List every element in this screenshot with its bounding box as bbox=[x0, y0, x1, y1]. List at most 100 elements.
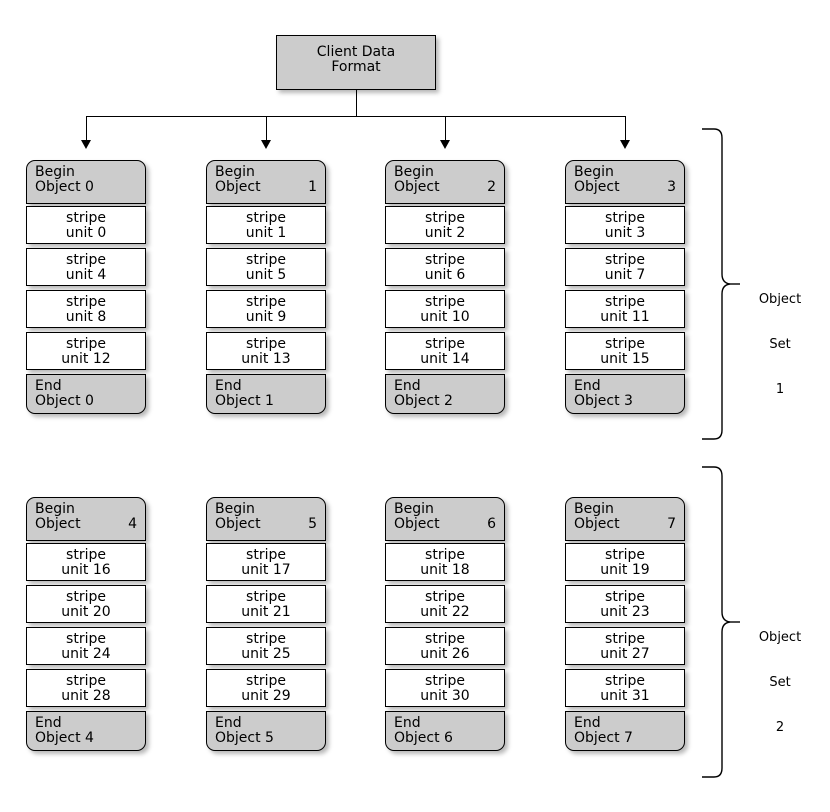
stripe-unit-26-box[interactable]: stripe unit 26 bbox=[385, 627, 505, 665]
root-node-client-data-format[interactable]: Client Data Format bbox=[276, 35, 436, 90]
stripe-unit-31-line1: stripe bbox=[605, 673, 645, 689]
stripe-unit-15-box[interactable]: stripe unit 15 bbox=[565, 332, 685, 370]
end-object-7-line2: Object 7 bbox=[574, 730, 633, 746]
stripe-unit-18-box[interactable]: stripe unit 18 bbox=[385, 543, 505, 581]
stripe-unit-15-line2: unit 15 bbox=[600, 351, 650, 367]
stripe-unit-29-line1: stripe bbox=[246, 673, 286, 689]
stripe-unit-6-box[interactable]: stripe unit 6 bbox=[385, 248, 505, 286]
stripe-unit-16-box[interactable]: stripe unit 16 bbox=[26, 543, 146, 581]
stripe-unit-17-line2: unit 17 bbox=[241, 562, 291, 578]
stripe-unit-27-box[interactable]: stripe unit 27 bbox=[565, 627, 685, 665]
object-set-2-label-line3: 2 bbox=[775, 720, 785, 735]
end-object-5-box[interactable]: End Object 5 bbox=[206, 711, 326, 751]
stripe-unit-8-line2: unit 8 bbox=[65, 309, 107, 325]
connector-drop-col2 bbox=[266, 116, 267, 142]
stripe-unit-21-line1: stripe bbox=[246, 589, 286, 605]
end-object-6-line2: Object 6 bbox=[394, 730, 453, 746]
stripe-unit-16-line2: unit 16 bbox=[61, 562, 111, 578]
stripe-unit-28-line1: stripe bbox=[66, 673, 106, 689]
stripe-unit-29-line2: unit 29 bbox=[241, 688, 291, 704]
begin-object-2-word: Object bbox=[394, 179, 440, 195]
stripe-unit-1-box[interactable]: stripe unit 1 bbox=[206, 206, 326, 244]
begin-object-5-box[interactable]: Begin Object 5 bbox=[206, 497, 326, 541]
stripe-unit-1-line1: stripe bbox=[246, 210, 286, 226]
stripe-unit-20-box[interactable]: stripe unit 20 bbox=[26, 585, 146, 623]
stripe-unit-22-line2: unit 22 bbox=[420, 604, 470, 620]
stripe-unit-22-box[interactable]: stripe unit 22 bbox=[385, 585, 505, 623]
stripe-unit-27-line1: stripe bbox=[605, 631, 645, 647]
begin-object-4-word: Object bbox=[35, 516, 81, 532]
stripe-unit-8-box[interactable]: stripe unit 8 bbox=[26, 290, 146, 328]
stripe-unit-4-box[interactable]: stripe unit 4 bbox=[26, 248, 146, 286]
begin-object-0-line1: Begin bbox=[35, 164, 75, 180]
begin-object-7-number: 7 bbox=[667, 516, 676, 532]
begin-object-3-word: Object bbox=[574, 179, 620, 195]
end-object-0-box[interactable]: End Object 0 bbox=[26, 374, 146, 414]
stripe-unit-11-box[interactable]: stripe unit 11 bbox=[565, 290, 685, 328]
stripe-unit-24-line2: unit 24 bbox=[61, 646, 111, 662]
begin-object-2-number: 2 bbox=[487, 179, 496, 195]
begin-object-2-line2: Object 2 bbox=[394, 180, 496, 195]
begin-object-7-box[interactable]: Begin Object 7 bbox=[565, 497, 685, 541]
end-object-1-box[interactable]: End Object 1 bbox=[206, 374, 326, 414]
begin-object-4-number: 4 bbox=[128, 516, 137, 532]
begin-object-6-number: 6 bbox=[487, 516, 496, 532]
stripe-unit-28-line2: unit 28 bbox=[61, 688, 111, 704]
stripe-unit-7-box[interactable]: stripe unit 7 bbox=[565, 248, 685, 286]
begin-object-3-box[interactable]: Begin Object 3 bbox=[565, 160, 685, 204]
stripe-unit-29-box[interactable]: stripe unit 29 bbox=[206, 669, 326, 707]
end-object-6-box[interactable]: End Object 6 bbox=[385, 711, 505, 751]
stripe-unit-2-box[interactable]: stripe unit 2 bbox=[385, 206, 505, 244]
begin-object-2-box[interactable]: Begin Object 2 bbox=[385, 160, 505, 204]
stripe-unit-1-line2: unit 1 bbox=[245, 225, 287, 241]
stripe-unit-20-line1: stripe bbox=[66, 589, 106, 605]
stripe-unit-12-box[interactable]: stripe unit 12 bbox=[26, 332, 146, 370]
begin-object-4-box[interactable]: Begin Object 4 bbox=[26, 497, 146, 541]
stripe-unit-14-line1: stripe bbox=[425, 336, 465, 352]
stripe-unit-31-box[interactable]: stripe unit 31 bbox=[565, 669, 685, 707]
stripe-unit-5-line1: stripe bbox=[246, 252, 286, 268]
stripe-unit-17-box[interactable]: stripe unit 17 bbox=[206, 543, 326, 581]
begin-object-5-line1: Begin bbox=[215, 501, 255, 517]
end-object-3-box[interactable]: End Object 3 bbox=[565, 374, 685, 414]
begin-object-1-box[interactable]: Begin Object 1 bbox=[206, 160, 326, 204]
end-object-7-box[interactable]: End Object 7 bbox=[565, 711, 685, 751]
stripe-unit-0-box[interactable]: stripe unit 0 bbox=[26, 206, 146, 244]
end-object-4-line2: Object 4 bbox=[35, 730, 94, 746]
stripe-unit-3-line1: stripe bbox=[605, 210, 645, 226]
stripe-unit-9-box[interactable]: stripe unit 9 bbox=[206, 290, 326, 328]
stripe-unit-10-line2: unit 10 bbox=[420, 309, 470, 325]
end-object-4-line1: End bbox=[35, 715, 62, 731]
begin-object-6-box[interactable]: Begin Object 6 bbox=[385, 497, 505, 541]
stripe-unit-21-box[interactable]: stripe unit 21 bbox=[206, 585, 326, 623]
stripe-unit-19-line1: stripe bbox=[605, 547, 645, 563]
stripe-unit-7-line2: unit 7 bbox=[604, 267, 646, 283]
stripe-unit-23-box[interactable]: stripe unit 23 bbox=[565, 585, 685, 623]
stripe-unit-5-box[interactable]: stripe unit 5 bbox=[206, 248, 326, 286]
object-set-1-label-line2: Set bbox=[769, 337, 791, 352]
stripe-unit-18-line1: stripe bbox=[425, 547, 465, 563]
stripe-unit-10-box[interactable]: stripe unit 10 bbox=[385, 290, 505, 328]
end-object-4-box[interactable]: End Object 4 bbox=[26, 711, 146, 751]
end-object-2-box[interactable]: End Object 2 bbox=[385, 374, 505, 414]
begin-object-0-box[interactable]: Begin Object 0 bbox=[26, 160, 146, 204]
begin-object-6-word: Object bbox=[394, 516, 440, 532]
root-node-line1: Client Data bbox=[316, 44, 396, 60]
object-set-2-label: Object Set 2 bbox=[745, 600, 815, 765]
end-object-1-line2: Object 1 bbox=[215, 393, 274, 409]
stripe-unit-19-box[interactable]: stripe unit 19 bbox=[565, 543, 685, 581]
stripe-unit-4-line1: stripe bbox=[66, 252, 106, 268]
stripe-unit-24-box[interactable]: stripe unit 24 bbox=[26, 627, 146, 665]
object-set-2-brace bbox=[700, 466, 740, 778]
object-set-1-brace bbox=[700, 128, 740, 440]
stripe-unit-3-box[interactable]: stripe unit 3 bbox=[565, 206, 685, 244]
stripe-unit-28-box[interactable]: stripe unit 28 bbox=[26, 669, 146, 707]
object-set-2-label-line1: Object bbox=[758, 630, 802, 645]
begin-object-7-line1: Begin bbox=[574, 501, 614, 517]
stripe-unit-30-box[interactable]: stripe unit 30 bbox=[385, 669, 505, 707]
stripe-unit-14-box[interactable]: stripe unit 14 bbox=[385, 332, 505, 370]
stripe-unit-6-line1: stripe bbox=[425, 252, 465, 268]
stripe-unit-13-box[interactable]: stripe unit 13 bbox=[206, 332, 326, 370]
stripe-unit-25-box[interactable]: stripe unit 25 bbox=[206, 627, 326, 665]
stripe-unit-6-line2: unit 6 bbox=[424, 267, 466, 283]
